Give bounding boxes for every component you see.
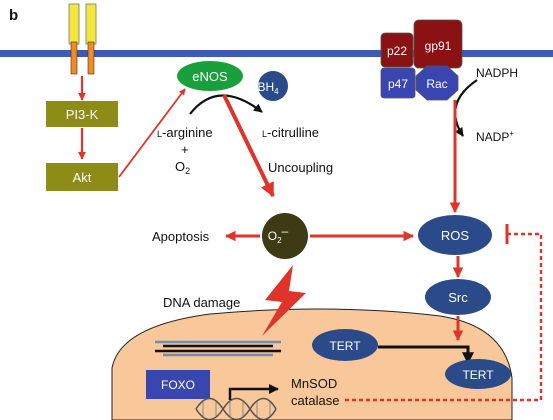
gp91-subunit: gp91	[413, 19, 463, 69]
mnsod-label: MnSOD	[291, 376, 337, 391]
nucleus	[111, 308, 513, 420]
pi3k-label: PI3-K	[66, 107, 99, 122]
l-arginine-label: L-arginine	[157, 125, 213, 140]
akt-label: Akt	[73, 170, 92, 185]
tert-cytosolic-label: TERT	[462, 368, 494, 382]
ros-node: ROS	[418, 215, 492, 255]
arrow-nadph-to-nadp	[454, 79, 478, 137]
nadp-label: NADP+	[476, 129, 514, 144]
panel-label: b	[9, 7, 18, 24]
arrow-enos-to-superoxide	[222, 94, 275, 198]
arrow-arginine-to-citrulline	[189, 94, 263, 115]
arrow-transcription	[228, 384, 279, 400]
gp91-label: gp91	[425, 39, 452, 53]
superoxide-label: O2–	[268, 224, 289, 245]
nadph-oxidase-complex: p22 gp91 p47 Rac	[380, 19, 463, 101]
receptor	[68, 3, 97, 75]
foxo-label: FOXO	[161, 378, 195, 392]
arrow-akt-to-enos	[118, 88, 186, 178]
arrow-tert-export	[378, 345, 474, 365]
tert-nuclear-label: TERT	[329, 339, 361, 353]
ros-label: ROS	[441, 228, 470, 243]
o2-label: O2	[175, 159, 190, 176]
l-citrulline-label: L-citrulline	[262, 125, 319, 140]
bh4-label: BH4	[257, 80, 279, 96]
dna-damage-lightning-icon	[262, 265, 306, 336]
catalase-label: catalase	[291, 393, 339, 408]
pi3k-node: PI3-K	[46, 101, 118, 127]
enos-node: eNOS	[177, 61, 243, 91]
uncoupling-label: Uncoupling	[268, 160, 333, 175]
src-label: Src	[448, 290, 468, 305]
p22-subunit: p22	[380, 32, 414, 68]
p47-label: p47	[388, 77, 408, 91]
tert-nuclear-node: TERT	[312, 329, 378, 361]
p22-label: p22	[387, 44, 407, 58]
rac-subunit: Rac	[415, 65, 459, 101]
plus-label: +	[181, 142, 189, 157]
enos-label: eNOS	[192, 69, 228, 84]
bh4-node: BH4	[257, 71, 288, 101]
src-node: Src	[425, 279, 491, 315]
superoxide-node: O2–	[262, 213, 308, 259]
apoptosis-label: Apoptosis	[152, 229, 210, 244]
foxo-node: FOXO	[146, 370, 210, 399]
dna-damage-label: DNA damage	[163, 295, 240, 310]
p47-subunit: p47	[380, 67, 416, 99]
cell-membrane	[0, 50, 553, 57]
inhibition-line-antioxidants-to-ros	[345, 232, 543, 402]
tert-cytosolic-node: TERT	[445, 359, 511, 389]
damaged-dna	[155, 340, 281, 357]
akt-node: Akt	[46, 163, 118, 191]
rac-label: Rac	[426, 77, 447, 91]
nadph-label: NADPH	[476, 66, 518, 80]
